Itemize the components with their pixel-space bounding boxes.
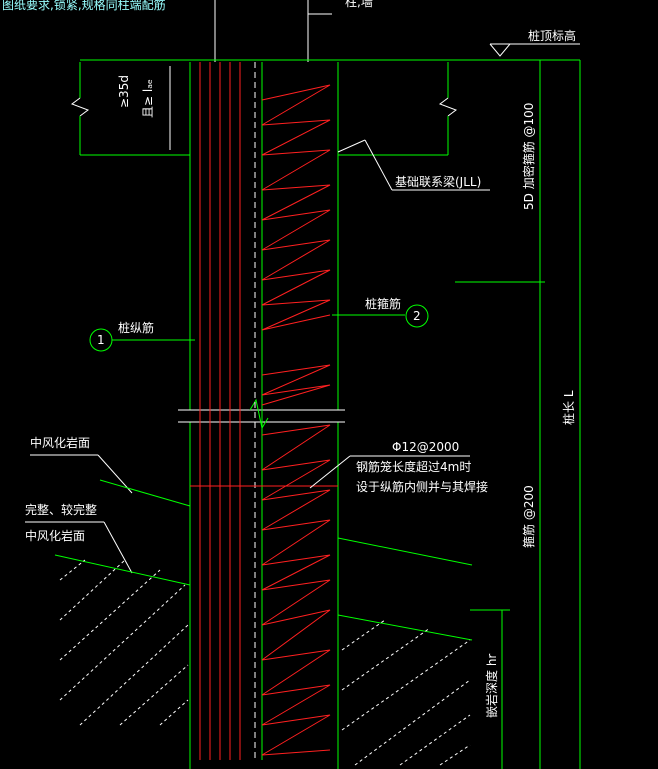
long-rebar-label: 桩纵筋 [118,320,154,335]
dim-hoop-200-label: 箍筋 @200 [521,485,536,548]
stiffener-note-2: 设于纵筋内侧并与其焊接 [356,479,488,494]
rock-hatch-left [59,559,189,726]
anchor-length-label-2: 且≥ lₐₑ [141,79,155,118]
stiffener-leader-a [309,455,351,489]
rock-layer-2b-label: 中风化岩面 [25,528,85,543]
rock-1-surface-left [99,479,191,507]
beam-leader-a [337,139,366,153]
marker-circle-2 [405,304,429,328]
rock-layer-2a-label: 完整、较完整 [25,502,97,517]
break-symbol-left [70,97,90,117]
stiffener-spec: Φ12@2000 [392,440,459,454]
rock-hatch-right [341,619,471,766]
pile-break-zigzag [249,398,269,430]
hoop-rebar-label: 桩箍筋 [365,296,401,311]
marker-1-text: 1 [97,333,105,347]
elev-triangle-icon [489,43,511,57]
dim-pile-length-label: 桩长 L [561,390,576,425]
rock-1-surface-right [337,537,473,566]
beam-label: 基础联系梁(JLL) [395,174,481,189]
rock-1-leader [97,454,133,494]
column-label: 柱,墙 [345,0,373,9]
rock-2-surface-right [337,614,473,641]
stiffener-note-1: 钢筋笼长度超过4m时 [356,459,471,474]
top-note: 图纸要求,锁紧,规格同柱端配筋 [2,0,166,12]
hoop-rebar-zigzag [261,84,331,756]
marker-2-text: 2 [413,309,421,323]
embed-depth-label: 嵌岩深度 hr [484,654,499,718]
dim-top-hoop-label: 5D 加密箍筋 @100 [521,103,536,210]
rock-2-surface-left [54,554,191,586]
rock-2-leader [103,521,133,574]
rock-layer-1-label: 中风化岩面 [30,435,90,450]
pile-top-elevation-label: 桩顶标高 [528,28,576,43]
beam-leader-b [364,139,393,191]
break-symbol-right [438,97,458,117]
anchor-length-label-1: ≥35d [117,75,131,108]
